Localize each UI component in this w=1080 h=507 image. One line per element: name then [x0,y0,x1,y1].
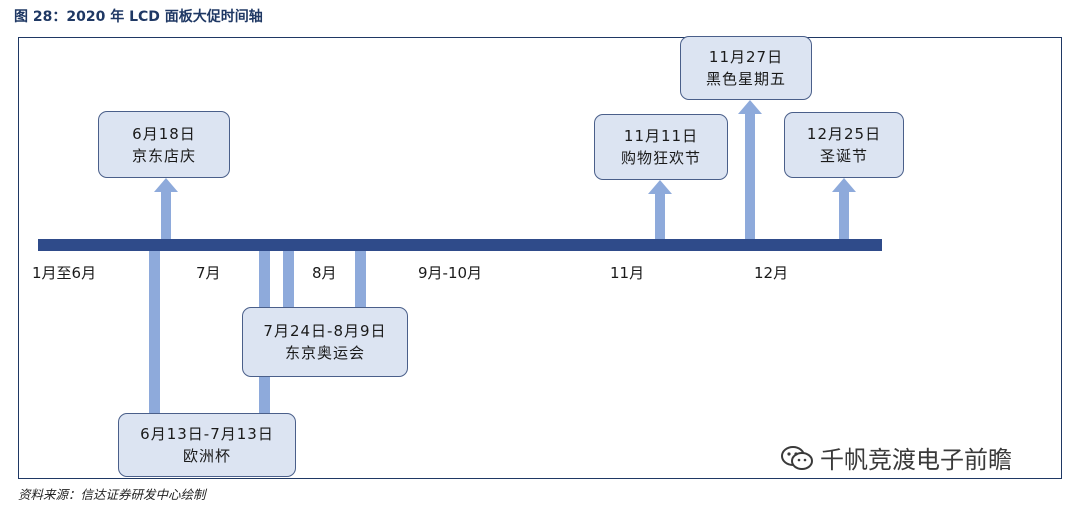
event-date: 7月24日-8月9日 [263,322,387,340]
event-date: 11月27日 [708,48,784,66]
range-bar-olympics-start [283,251,294,307]
watermark-text: 千帆竞渡电子前瞻 [820,446,1012,474]
figure-source: 资料来源：信达证券研发中心绘制 [18,487,206,502]
event-name: 圣诞节 [819,147,868,165]
event-date: 11月11日 [623,127,699,145]
event-box-christmas: 12月25日 圣诞节 [784,112,904,178]
wechat-icon [781,445,813,470]
event-name: 购物狂欢节 [620,149,701,167]
month-label: 9月-10月 [418,264,483,282]
event-date: 6月18日 [132,124,196,143]
range-bar-olympics-end [355,251,366,307]
event-box-euro-cup: 6月13日-7月13日 欧洲杯 [118,413,296,477]
event-box-jd-anniversary: 6月18日 京东店庆 [98,111,230,178]
month-label: 7月 [196,264,221,282]
month-label: 11月 [610,264,645,282]
event-box-singles-day: 11月11日 购物狂欢节 [594,114,728,180]
event-name: 黑色星期五 [705,70,786,88]
event-box-black-friday: 11月27日 黑色星期五 [680,36,812,100]
event-name: 欧洲杯 [182,447,231,465]
event-box-tokyo-olympics: 7月24日-8月9日 东京奥运会 [242,307,408,377]
event-date: 12月25日 [806,125,882,143]
arrow-up-icon [154,178,178,240]
diagram-frame [18,37,1062,479]
arrow-up-icon [738,100,762,240]
figure-title: 图 28：2020 年 LCD 面板大促时间轴 [14,9,263,25]
arrow-up-icon [648,180,672,240]
event-date: 6月13日-7月13日 [140,425,274,443]
timeline-axis [38,239,882,251]
month-label: 12月 [754,264,789,282]
month-label: 8月 [312,264,337,282]
month-label: 1月至6月 [32,264,97,282]
arrow-up-icon [832,178,856,240]
range-bar-euro-start [149,251,160,413]
event-name: 东京奥运会 [284,344,365,362]
event-name: 京东店庆 [131,146,196,165]
watermark: 千帆竞渡电子前瞻 [780,440,1012,475]
